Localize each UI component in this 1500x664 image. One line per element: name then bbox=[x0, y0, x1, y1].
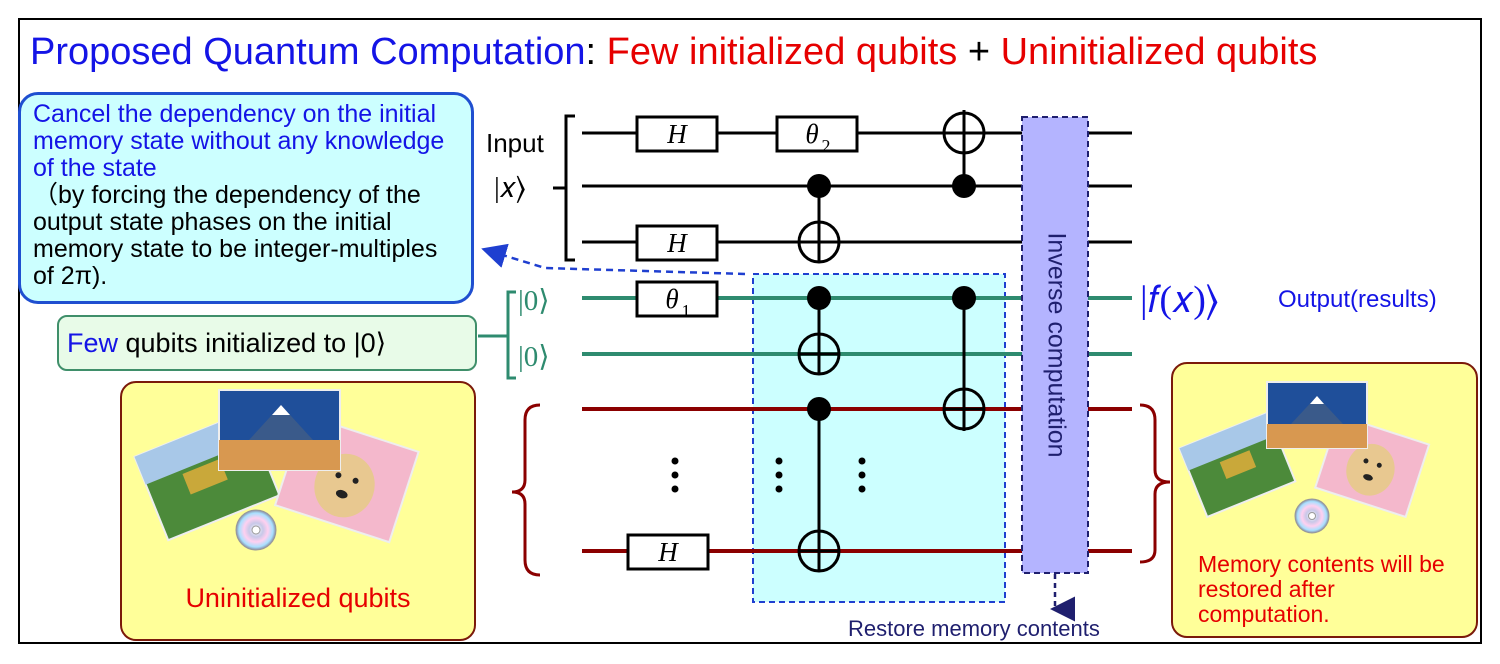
dependency-arrow bbox=[481, 243, 746, 276]
cnot-target bbox=[797, 220, 841, 264]
theta2-gate bbox=[775, 115, 859, 153]
control-dot bbox=[952, 174, 976, 198]
theta2-symbol: θ bbox=[805, 119, 818, 149]
right-photo-collage bbox=[1178, 381, 1431, 534]
input-ket: |𝑥⟩ bbox=[494, 172, 526, 204]
theta1-symbol: θ bbox=[665, 284, 678, 314]
cancel-dependency-note: Cancel the dependency on the initial mem… bbox=[18, 92, 474, 304]
outer-frame bbox=[18, 18, 1482, 644]
output-label: Output(results) bbox=[1278, 286, 1437, 313]
h-gate-3 bbox=[626, 533, 710, 571]
theta2-subscript: 2 bbox=[822, 136, 831, 156]
theta1-subscript: 1 bbox=[682, 301, 691, 321]
h-gate-2-label: H bbox=[666, 228, 688, 258]
title-uninit: Uninitialized qubits bbox=[1000, 31, 1318, 73]
inverse-label: Inverse computation bbox=[1042, 232, 1070, 457]
memory-bracket-left bbox=[511, 403, 541, 577]
few-qubits-box: Few qubits initialized to |0⟩ bbox=[57, 315, 477, 371]
few-rest: qubits initialized to |0⟩ bbox=[118, 328, 387, 358]
ket-zero-2: |0⟩ bbox=[518, 341, 550, 373]
h-gate-1 bbox=[635, 115, 719, 153]
cnot-target bbox=[797, 332, 841, 376]
ancilla-bracket bbox=[506, 290, 516, 380]
few-word: Few bbox=[67, 328, 119, 358]
page-title: Proposed Quantum Computation: Few initia… bbox=[30, 30, 1317, 74]
inverse-computation-block bbox=[1021, 116, 1089, 574]
title-colon: : bbox=[585, 31, 607, 73]
control-dot bbox=[807, 286, 831, 310]
left-photo-collage bbox=[133, 389, 420, 551]
cnot-target bbox=[942, 387, 986, 431]
cnot-target bbox=[942, 111, 986, 155]
restored-label: Memory contents will be restored after c… bbox=[1198, 551, 1445, 627]
title-proposed: Proposed Quantum Computation bbox=[30, 31, 586, 73]
control-dot bbox=[807, 174, 831, 198]
h-gate-2 bbox=[635, 224, 719, 262]
theta1-gate bbox=[635, 280, 719, 318]
title-plus: + bbox=[957, 31, 1001, 73]
note-blue-text: Cancel the dependency on the initial mem… bbox=[33, 100, 445, 182]
uninitialized-label: Uninitialized qubits bbox=[185, 583, 411, 613]
ket-zero-1: |0⟩ bbox=[518, 285, 550, 317]
control-dot bbox=[807, 397, 831, 421]
title-few: Few initialized qubits bbox=[606, 31, 958, 73]
control-dot bbox=[952, 286, 976, 310]
note-black-text: （by forcing the dependency of the output… bbox=[33, 181, 438, 290]
input-label: Input bbox=[486, 128, 544, 158]
input-bracket bbox=[564, 114, 575, 262]
h-gate-3-label: H bbox=[657, 537, 679, 567]
memory-bracket-right bbox=[1139, 403, 1171, 564]
ellipsis-dots bbox=[671, 457, 866, 493]
h-gate-1-label: H bbox=[666, 119, 688, 149]
cnot-target bbox=[797, 529, 841, 573]
output-ket: |𝑓(𝑥)⟩ bbox=[1140, 279, 1219, 321]
